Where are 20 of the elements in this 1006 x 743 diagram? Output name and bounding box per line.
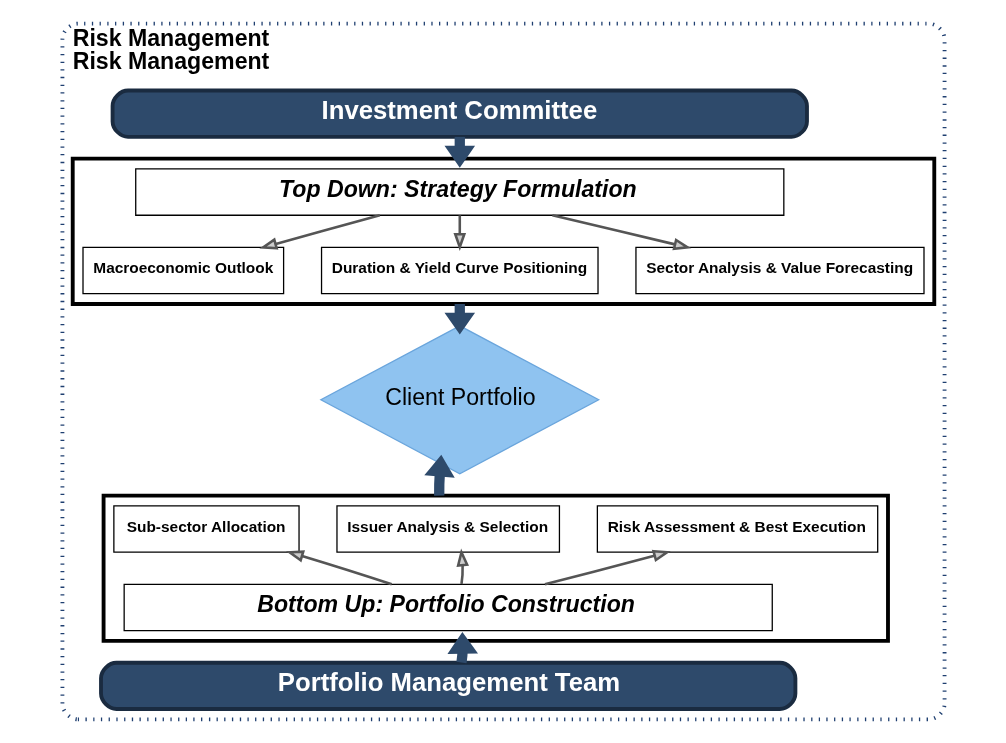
node-box: Issuer Analysis & Selection bbox=[335, 505, 560, 553]
node-box: Duration & Yield Curve Positioning bbox=[320, 246, 599, 295]
node-box: Portfolio Management Team bbox=[98, 660, 797, 711]
node-box: Top Down: Strategy Formulation bbox=[134, 168, 784, 216]
arrow bbox=[544, 549, 671, 586]
node-box: Bottom Up: Portfolio Construction bbox=[123, 583, 773, 632]
arrow bbox=[551, 214, 691, 251]
node-box: Macroeconomic Outlook bbox=[81, 246, 284, 295]
arrow bbox=[285, 550, 392, 586]
node-box: Sector Analysis & Value Forecasting bbox=[634, 246, 925, 295]
node-diamond: Client Portfolio bbox=[319, 325, 600, 475]
cluster bbox=[101, 493, 890, 643]
arrow bbox=[452, 215, 466, 251]
arrow bbox=[455, 548, 469, 585]
arrow bbox=[423, 454, 455, 496]
node-box: Sub-sector Allocation bbox=[112, 505, 300, 553]
arrow bbox=[258, 214, 380, 250]
node-box: Risk Assessment & Best Execution bbox=[596, 505, 878, 553]
cluster bbox=[70, 156, 936, 306]
node-box: Investment Committee bbox=[110, 88, 809, 139]
